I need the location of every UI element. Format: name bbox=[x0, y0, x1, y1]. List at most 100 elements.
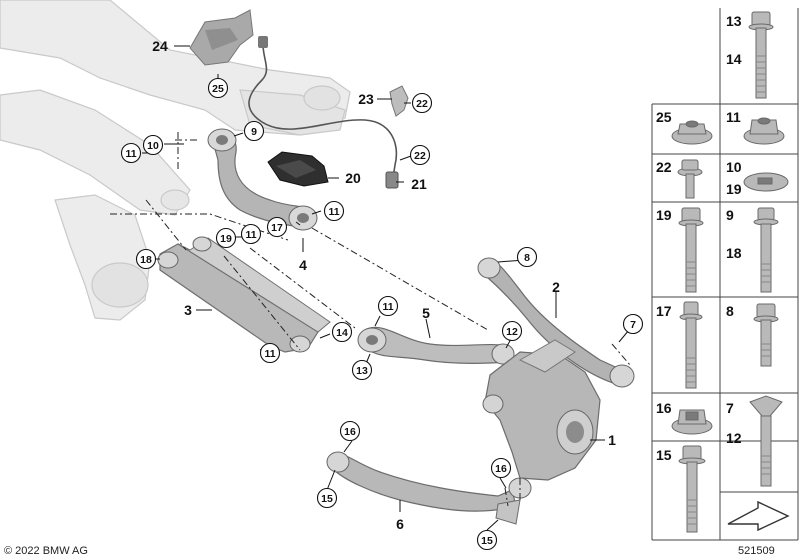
sensor-cable bbox=[248, 41, 398, 179]
callout-circle bbox=[120, 142, 142, 164]
callout-circle bbox=[516, 246, 538, 268]
fastener-label-19b: 19 bbox=[656, 207, 672, 223]
callout-24: 24 bbox=[152, 38, 168, 54]
assembly-lines bbox=[110, 132, 631, 507]
fastener-drawings bbox=[671, 11, 790, 533]
link-3 bbox=[157, 236, 331, 353]
screw-22 bbox=[677, 159, 703, 199]
fastener-label-18: 18 bbox=[726, 245, 742, 261]
diagram-number: 521509 bbox=[738, 545, 775, 557]
parts bbox=[157, 9, 635, 525]
circled-callout-11: 11 bbox=[323, 200, 345, 222]
circled-callout-10: 10 bbox=[142, 134, 164, 156]
callout-circle bbox=[323, 200, 345, 222]
circled-callout-17: 17 bbox=[266, 216, 288, 238]
circled-callout-16: 16 bbox=[490, 457, 512, 479]
callout-21: 21 bbox=[411, 176, 427, 192]
callout-number: 25 bbox=[212, 83, 224, 95]
callout-number: 11 bbox=[125, 148, 136, 160]
callout-circle bbox=[240, 223, 262, 245]
callout-circle bbox=[351, 359, 373, 381]
callout-5: 5 bbox=[422, 305, 430, 321]
bolt-17 bbox=[679, 301, 703, 389]
fastener-table: 13 14 25 11 22 10 19 19 9 18 17 8 16 7 1… bbox=[651, 8, 799, 541]
fastener-label-13: 13 bbox=[726, 13, 742, 29]
callout-circle bbox=[622, 313, 644, 335]
circled-callout-8: 8 bbox=[516, 246, 538, 268]
callout-3: 3 bbox=[184, 302, 192, 318]
bolt-15 bbox=[678, 445, 706, 533]
callout-number: 15 bbox=[481, 535, 493, 547]
callout-circle bbox=[316, 487, 338, 509]
circled-callout-7: 7 bbox=[622, 313, 644, 335]
callout-number: 11 bbox=[245, 229, 256, 241]
bracket-24 bbox=[189, 9, 254, 66]
circled-callout-11: 11 bbox=[259, 342, 281, 364]
fastener-label-10: 10 bbox=[726, 159, 742, 175]
nut-25 bbox=[671, 120, 713, 145]
sensor-head-21 bbox=[385, 171, 399, 189]
callout-number: 9 bbox=[251, 126, 257, 138]
callout-number: 22 bbox=[414, 150, 426, 162]
circled-callout-15: 15 bbox=[316, 487, 338, 509]
callout-circle bbox=[243, 120, 265, 142]
link-2 bbox=[477, 257, 635, 388]
callout-number: 8 bbox=[524, 252, 530, 264]
callout-circle bbox=[142, 134, 164, 156]
washer-10-19 bbox=[743, 172, 789, 192]
callout-circle bbox=[331, 321, 353, 343]
callout-6: 6 bbox=[396, 516, 404, 532]
callout-circle bbox=[135, 248, 157, 270]
callout-circle bbox=[377, 295, 399, 317]
callout-2: 2 bbox=[552, 279, 560, 295]
circled-callout-14: 14 bbox=[331, 321, 353, 343]
callout-number: 11 bbox=[264, 348, 275, 360]
plain-callouts: 24 23 20 21 4 3 5 2 1 6 bbox=[152, 38, 616, 532]
circled-callout-11: 11 bbox=[120, 142, 142, 164]
fastener-label-14: 14 bbox=[726, 51, 742, 67]
callout-circle bbox=[501, 320, 523, 342]
bolt-9-18 bbox=[753, 207, 779, 293]
circled-callout-22: 22 bbox=[409, 144, 431, 166]
callout-number: 16 bbox=[495, 463, 507, 475]
fastener-label-15: 15 bbox=[656, 447, 672, 463]
circled-callout-9: 9 bbox=[243, 120, 265, 142]
link-6 bbox=[326, 451, 532, 525]
bolt-8 bbox=[753, 303, 779, 367]
fastener-label-8: 8 bbox=[726, 303, 734, 319]
direction-arrow-icon bbox=[727, 500, 790, 532]
callout-number: 15 bbox=[321, 493, 333, 505]
fastener-labels: 13 14 25 11 22 10 19 19 9 18 17 8 16 7 1… bbox=[656, 13, 742, 463]
callout-number: 19 bbox=[220, 233, 232, 245]
callout-number: 10 bbox=[147, 140, 159, 152]
callout-number: 11 bbox=[328, 206, 339, 218]
copyright-text: © 2022 BMW AG bbox=[4, 545, 88, 557]
control-arm-4 bbox=[207, 128, 318, 231]
callout-circle bbox=[411, 92, 433, 114]
bolt-19 bbox=[678, 207, 704, 293]
callout-number: 12 bbox=[506, 326, 518, 338]
callout-number: 16 bbox=[344, 426, 356, 438]
circled-callout-25: 25 bbox=[207, 77, 229, 99]
fastener-label-22: 22 bbox=[656, 159, 672, 175]
callout-circle bbox=[409, 144, 431, 166]
clip-23 bbox=[389, 85, 409, 117]
fastener-label-7: 7 bbox=[726, 400, 734, 416]
sensor-plug bbox=[258, 36, 268, 48]
fastener-label-9: 9 bbox=[726, 207, 734, 223]
circled-callout-22: 22 bbox=[411, 92, 433, 114]
callout-circle bbox=[490, 457, 512, 479]
circled-callout-15: 15 bbox=[476, 529, 498, 551]
nut-11 bbox=[743, 117, 785, 145]
fastener-label-25: 25 bbox=[656, 109, 672, 125]
callout-20: 20 bbox=[345, 170, 361, 186]
circled-callout-11: 11 bbox=[377, 295, 399, 317]
callout-number: 22 bbox=[416, 98, 428, 110]
bolt-7-12 bbox=[749, 395, 783, 487]
callout-circle bbox=[339, 420, 361, 442]
callout-circle bbox=[215, 227, 237, 249]
circled-callout-19: 19 bbox=[215, 227, 237, 249]
fastener-label-17: 17 bbox=[656, 303, 672, 319]
